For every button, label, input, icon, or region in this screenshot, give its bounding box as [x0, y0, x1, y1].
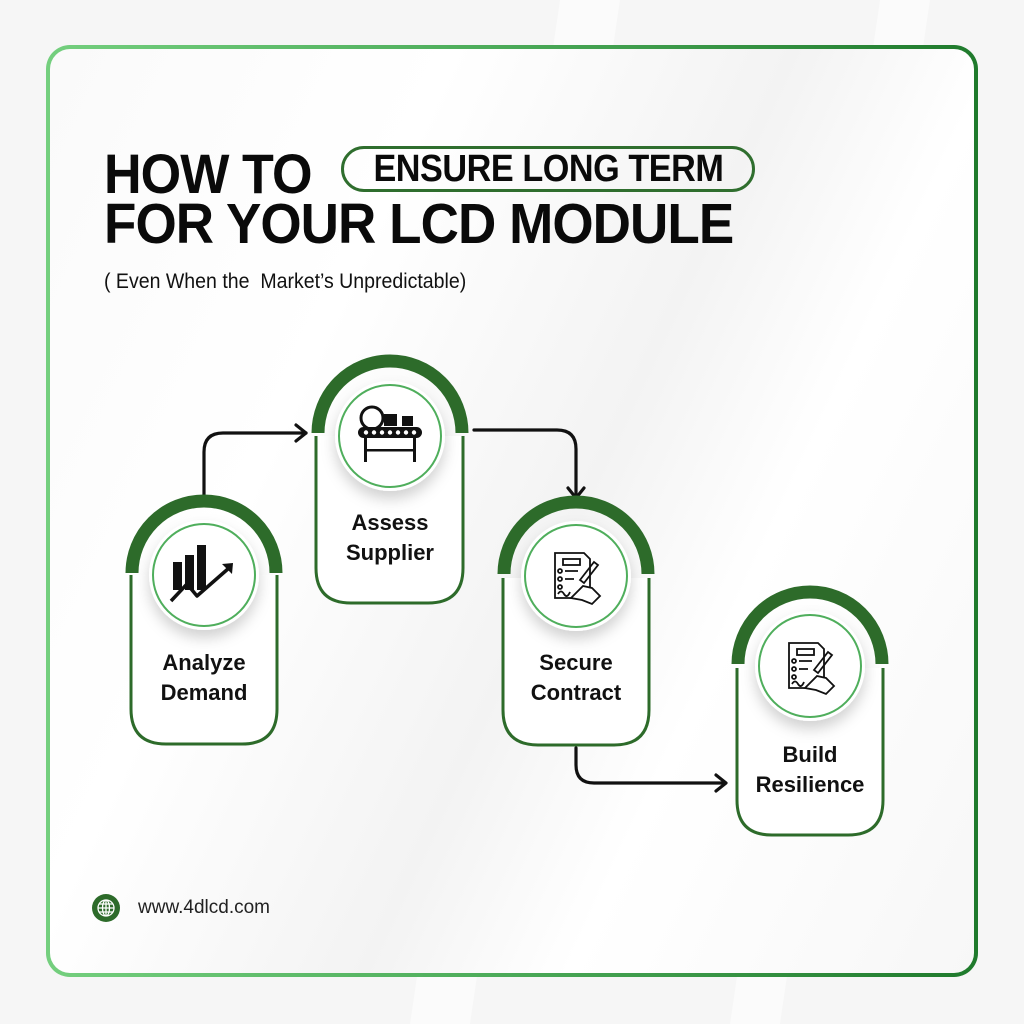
step-card-analyze-demand — [125, 494, 283, 746]
conveyor-belt-icon — [358, 405, 422, 462]
step-label-line1: Assess — [351, 510, 429, 535]
outer-frame — [46, 45, 978, 977]
step-card-build-resilience — [731, 585, 889, 837]
step-label-build-resilience: Build Resilience — [736, 740, 884, 800]
globe-icon — [92, 894, 120, 922]
footer-website[interactable]: www.4dlcd.com — [92, 894, 270, 922]
step-card-secure-contract — [497, 495, 655, 747]
chart-growth-icon — [169, 545, 233, 603]
step-label-line2: Supplier — [345, 540, 434, 565]
title-line-2: FOR YOUR LCD MODULE — [104, 192, 734, 256]
website-link[interactable]: www.4dlcd.com — [138, 897, 270, 918]
step-label-secure-contract: Secure Contract — [502, 648, 650, 708]
title-highlight-pill: ENSURE LONG TERM — [341, 146, 755, 192]
arrow-secure-to-build — [574, 746, 728, 793]
step-label-line2: Resilience — [755, 772, 865, 797]
contract-handshake-icon — [554, 552, 602, 606]
title-highlight-text: ENSURE LONG TERM — [372, 147, 724, 190]
title-line-1: HOW TO — [104, 142, 312, 205]
arrow-assess-to-secure — [472, 428, 586, 500]
step-label-line2: Demand — [160, 680, 248, 705]
step-label-assess-supplier: Assess Supplier — [316, 508, 464, 568]
step-label-line2: Contract — [530, 680, 622, 705]
subtitle: ( Even When the Market’s Unpredictable) — [104, 270, 467, 293]
step-label-line1: Secure — [539, 650, 613, 675]
step-label-analyze-demand: Analyze Demand — [130, 648, 278, 708]
contract-handshake-icon — [788, 642, 836, 696]
step-label-line1: Analyze — [162, 650, 246, 675]
step-card-assess-supplier — [311, 354, 469, 605]
step-label-line1: Build — [782, 742, 838, 767]
arrow-analyze-to-assess — [202, 423, 308, 502]
